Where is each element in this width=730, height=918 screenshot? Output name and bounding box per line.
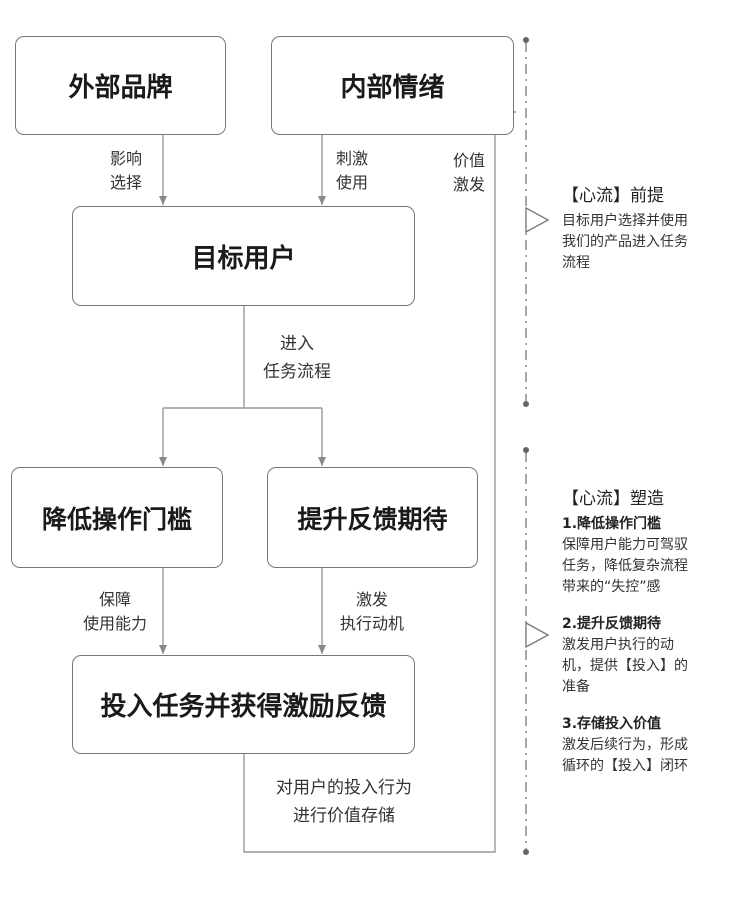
- edge-label-stimulate-use: 刺激使用: [335, 149, 368, 192]
- shaping-item-line: 准备: [562, 679, 590, 695]
- edge-label-ensure-ability: 保障使用能力: [82, 590, 147, 633]
- shaping-item-line: 激发后续行为，形成: [562, 737, 688, 753]
- edge-label-value-trigger: 价值激发: [452, 151, 485, 194]
- shaping-pointer: [525, 621, 550, 649]
- edge-label-store-value: 对用户的投入行为进行价值存储: [276, 778, 412, 826]
- shaping-item-line: 激发用户执行的动: [562, 637, 674, 653]
- shaping-item-line: 循环的【投入】闭环: [562, 758, 688, 774]
- edge-label-enter-flow: 进入任务流程: [263, 334, 331, 382]
- premise-pointer: [525, 206, 550, 234]
- premise-title: 【心流】前提: [562, 186, 664, 206]
- premise-panel: 【心流】前提 目标用户选择并使用 我们的产品进入任务 流程: [562, 183, 722, 274]
- node-invest-reward: 投入任务并获得激励反馈: [72, 655, 415, 754]
- premise-line: 我们的产品进入任务: [562, 234, 688, 250]
- shaping-item-heading: 2.提升反馈期待: [562, 616, 662, 632]
- node-target-user: 目标用户: [72, 206, 415, 306]
- loop-back-line: [243, 112, 496, 853]
- edge-label-trigger-motivation: 激发执行动机: [339, 590, 404, 633]
- node-external-brand: 外部品牌: [15, 36, 226, 135]
- premise-line: 目标用户选择并使用: [562, 213, 688, 229]
- timeline-dot: [523, 849, 529, 855]
- shaping-item-heading: 3.存储投入价值: [562, 716, 662, 732]
- timeline-dot: [523, 401, 529, 407]
- edge-label-influence-choice: 影响选择: [109, 149, 142, 192]
- node-internal-emotion: 内部情绪: [271, 36, 514, 135]
- premise-line: 流程: [562, 255, 590, 271]
- shaping-panel: 【心流】塑造 1.降低操作门槛 保障用户能力可驾驭 任务，降低复杂流程 带来的“…: [562, 486, 722, 777]
- shaping-item-line: 保障用户能力可驾驭: [562, 537, 688, 553]
- node-raise-expectation: 提升反馈期待: [267, 467, 478, 568]
- node-lower-threshold: 降低操作门槛: [11, 467, 223, 568]
- timeline-dot: [523, 447, 529, 453]
- shaping-item-heading: 1.降低操作门槛: [562, 516, 662, 532]
- shaping-item-line: 任务，降低复杂流程: [562, 558, 688, 574]
- shaping-title: 【心流】塑造: [562, 489, 664, 509]
- shaping-item-line: 带来的“失控”感: [562, 579, 661, 595]
- shaping-item-line: 机，提供【投入】的: [562, 658, 688, 674]
- timeline-dot: [523, 37, 529, 43]
